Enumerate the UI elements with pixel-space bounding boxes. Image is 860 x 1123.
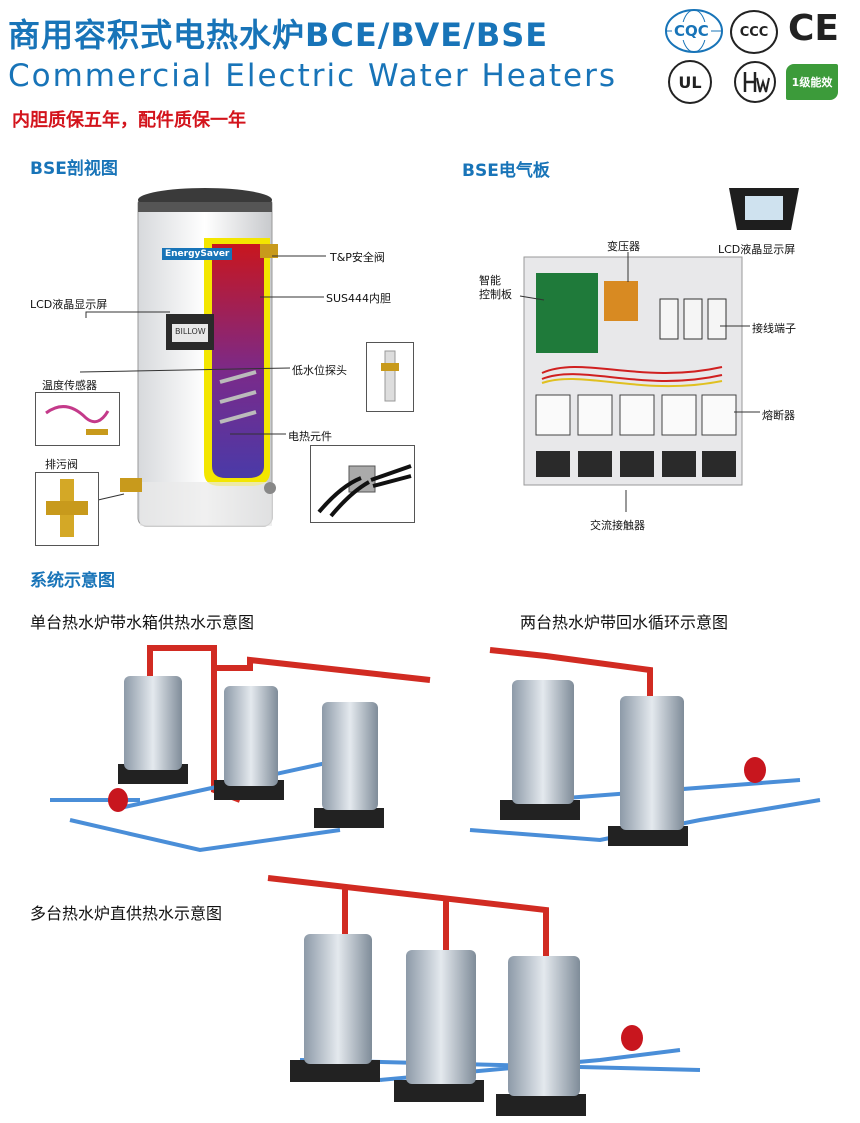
label-drain-valve: 排污阀 (45, 458, 78, 471)
panel-label-fuse: 熔断器 (762, 409, 795, 422)
panel-heading: BSE电气板 (462, 161, 550, 181)
diagram1-title: 单台热水炉带水箱供热水示意图 (30, 613, 255, 632)
system-heading: 系统示意图 (30, 571, 115, 591)
tank-display-text: BILLOW (175, 327, 206, 336)
energy-grade-logo: 1级能效 (786, 64, 838, 100)
label-lcd: LCD液晶显示屏 (30, 298, 108, 311)
cutaway-heater-image: EnergySaver BILLOW (120, 182, 300, 542)
tank-brand: EnergySaver (162, 248, 233, 260)
warranty-text: 内胆质保五年，配件质保一年 (12, 110, 246, 131)
temp-sensor-image (35, 392, 120, 446)
label-low-water-probe: 低水位探头 (292, 364, 347, 377)
diagram1-graphic (50, 645, 431, 853)
heating-element-image (310, 445, 415, 523)
energy-grade-text: 1级能效 (791, 76, 833, 89)
low-water-probe-image (366, 342, 414, 412)
ul-logo-text: UL (678, 72, 702, 92)
diagram2-graphic (469, 647, 821, 846)
diagram3-title: 多台热水炉直供热水示意图 (30, 904, 223, 923)
ul-logo: UL (668, 60, 712, 104)
panel-leader-lines (519, 252, 760, 512)
panel-label-control-board: 智能 控制板 (479, 274, 512, 302)
label-heating-element: 电热元件 (288, 430, 332, 443)
hw-logo (732, 60, 778, 104)
label-inner-tank: SUS444内胆 (326, 292, 392, 305)
cutaway-heading: BSE剖视图 (30, 159, 118, 179)
electric-panel-image (522, 255, 744, 487)
page-subtitle: Commercial Electric Water Heaters (8, 58, 617, 94)
ccc-logo-text: CCC (739, 24, 769, 40)
label-tp-valve: T&P安全阀 (330, 251, 385, 264)
cutaway-leader-lines (79, 255, 326, 501)
panel-label-contactor: 交流接触器 (590, 519, 645, 532)
lcd-display-image (725, 182, 803, 236)
drain-valve-image (35, 472, 99, 546)
diagram2-title: 两台热水炉带回水循环示意图 (520, 613, 729, 632)
page-title: 商用容积式电热水炉BCE/BVE/BSE (8, 16, 549, 54)
panel-label-terminal: 接线端子 (752, 322, 796, 335)
panel-label-transformer: 变压器 (607, 240, 640, 253)
label-temp-sensor: 温度传感器 (42, 379, 97, 392)
panel-label-lcd: LCD液晶显示屏 (718, 243, 796, 256)
cqc-logo-text: CQC (672, 22, 711, 40)
diagram3-graphic (267, 875, 701, 1116)
ccc-logo: CCC (730, 10, 778, 54)
cqc-logo: CQC (664, 8, 724, 54)
ce-logo: CE (788, 8, 840, 49)
